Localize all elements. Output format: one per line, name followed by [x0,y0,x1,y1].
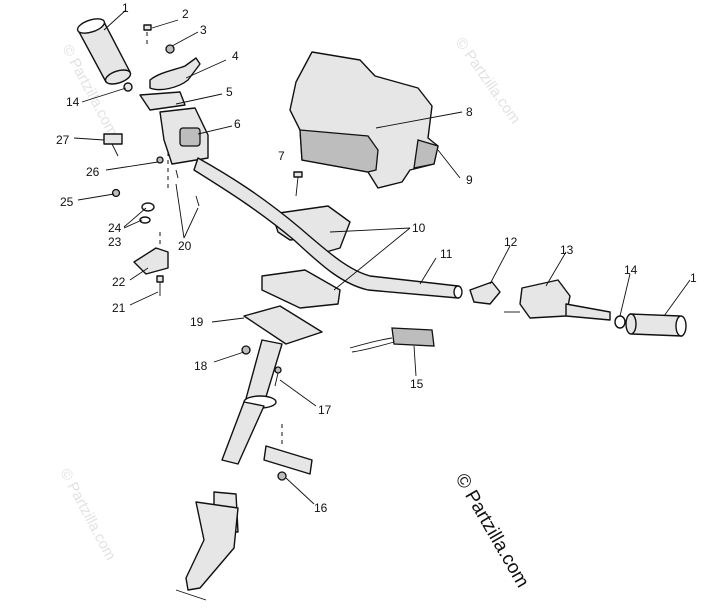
callout-24: 24 [108,221,122,235]
callout-2: 2 [182,7,189,21]
callout-22: 22 [112,275,126,289]
watermark-top-right: © Partzilla.com [452,35,524,128]
callout-14-right: 14 [624,263,638,277]
callout-17: 17 [318,403,332,417]
callout-25: 25 [60,195,74,209]
callout-11: 11 [440,247,453,261]
callout-13: 13 [560,243,574,257]
callout-19: 19 [190,315,204,329]
callout-3: 3 [200,23,207,37]
callout-4: 4 [232,49,239,63]
screw-2 [143,24,152,48]
plate-19 [243,305,323,345]
watermark-bottom-left: © Partzilla.com [56,466,118,563]
steering-post [175,339,283,601]
switch-12 [469,281,501,305]
clamp-27 [103,133,123,157]
heater-element-15 [349,327,435,353]
washer-26 [156,156,164,164]
screw-20b [195,195,200,207]
callout-12: 12 [504,235,518,249]
callout-10: 10 [412,221,426,235]
washer-23 [139,216,151,224]
screw-20a [175,169,179,179]
callout-1-left: 1 [122,1,129,15]
handlebar-clamp-bottom [261,269,341,309]
callout-21: 21 [112,301,126,315]
screw-17 [274,366,282,387]
handlebar-11 [193,157,463,299]
callout-14-left: 14 [66,95,80,109]
nut-18 [241,345,251,355]
callout-16: 16 [314,501,328,515]
throttle-block [139,91,209,192]
callout-labels: 1 2 3 4 5 6 7 8 9 10 11 12 13 14 1 15 16… [56,1,697,515]
callout-27: 27 [56,133,70,147]
callout-9: 9 [466,173,473,187]
callout-1-right: 1 [690,271,697,285]
watermark-main: © Partzilla.com [451,470,533,591]
control-housing-13 [504,279,611,321]
callout-7: 7 [278,149,285,163]
nut-3 [165,44,175,54]
leader-lines [73,9,691,505]
callout-5: 5 [226,85,233,99]
callout-6: 6 [234,117,241,131]
nut-25 [111,188,121,198]
callout-23: 23 [108,235,122,249]
left-grip [76,18,132,85]
callout-15: 15 [410,377,424,391]
end-cap-left [123,82,133,92]
throttle-lever-4 [149,57,201,91]
end-cap-right [614,315,626,329]
callout-18: 18 [194,359,208,373]
bolt-7 [293,171,303,197]
spacer-16 [263,424,313,481]
callout-26: 26 [86,165,100,179]
callout-20: 20 [178,239,192,253]
right-grip [625,313,687,337]
bolt-21 [156,275,164,296]
callout-8: 8 [466,105,473,119]
bracket-22 [133,232,169,275]
console-hood [289,51,439,189]
